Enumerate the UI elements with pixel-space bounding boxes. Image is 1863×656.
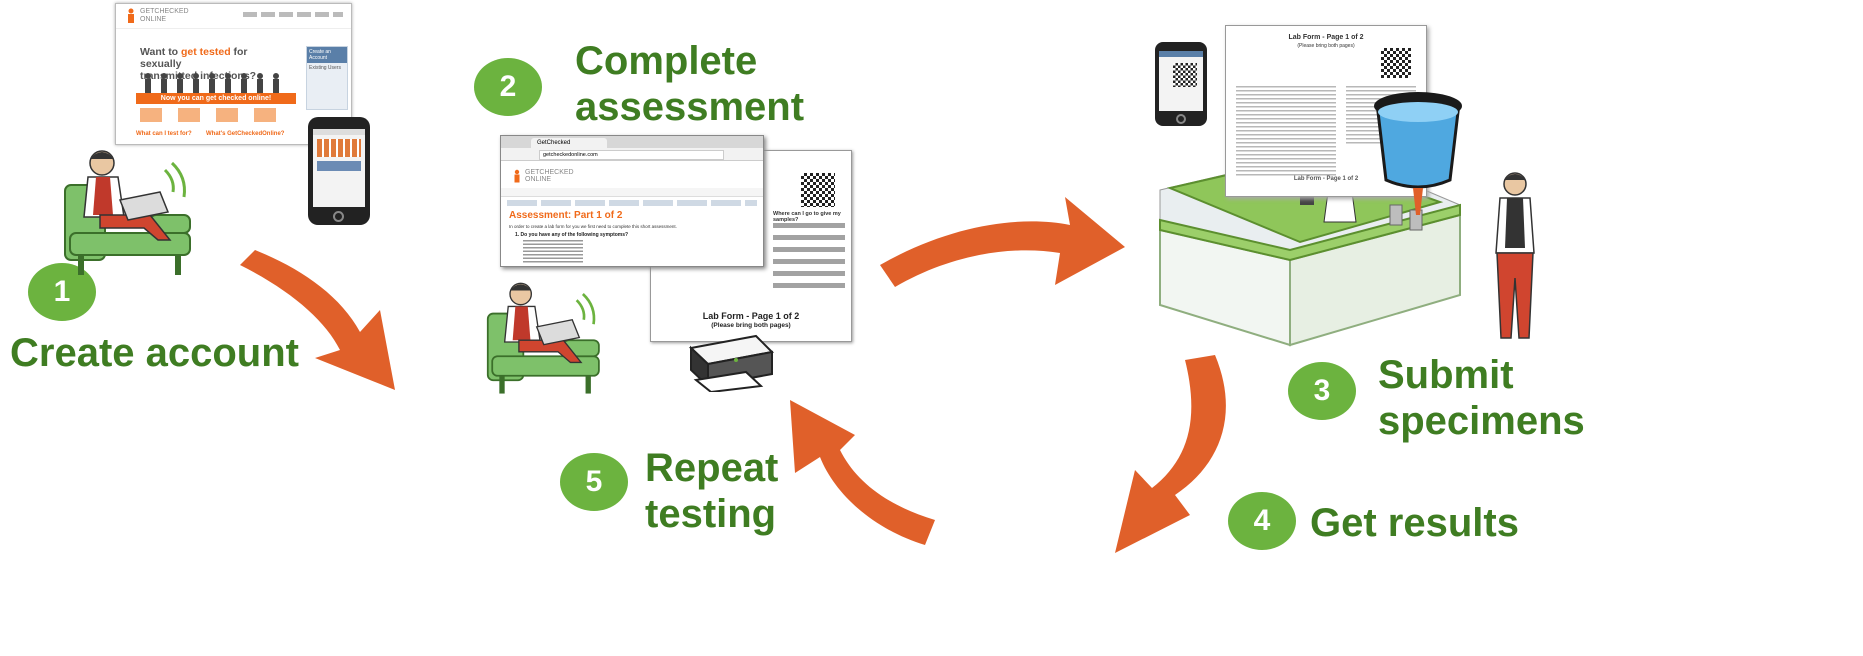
step-3-label-line: specimens [1378,399,1585,443]
assessment-nav-bar [501,188,763,197]
lab-form-footer-title: Lab Form - Page 1 of 2 [702,311,800,321]
arrow-2-to-3 [880,197,1125,287]
step-1-badge: 1 [28,263,96,321]
smartphone [1155,42,1207,126]
assessment-logo-top: GETCHECKED [525,169,574,176]
website-sidebar-sub: Existing Users [309,65,341,71]
lab-form-qr-code [801,173,835,207]
qr-code-icon [1173,63,1197,87]
browser-tab: GetChecked [531,138,607,148]
step-3-label: Submit specimens [1378,352,1585,444]
website-sidebar: Create an Account Existing Users [306,46,348,110]
lab-form-page-subtitle: (Please bring both pages) [1297,43,1355,49]
browser-url: getcheckedonline.com [539,150,724,160]
step-5-label-line: testing [645,492,777,536]
specimen-container-icon [1374,92,1462,215]
step-2-label-line: assessment [575,85,805,129]
step-4-label-line: Get results [1310,501,1519,545]
printer-icon [688,334,775,392]
arrow-4-to-5 [790,400,935,545]
step-1-label-line: Create account [10,331,299,375]
website-nav [243,12,343,17]
home-button-icon [333,211,344,222]
website-logo-top: GETCHECKED [140,8,189,15]
smartphone-screen [1159,51,1203,111]
assessment-question: 1. Do you have any of the following symp… [515,232,629,238]
home-button-icon [1176,114,1186,124]
website-footer-left: What can I test for? [136,131,192,137]
step-1-label: Create account [10,330,299,376]
step-5-badge: 5 [560,453,628,511]
step-2-badge: 2 [474,58,542,116]
assessment-progress-tabs [507,200,757,206]
step-3-label-line: Submit [1378,353,1514,397]
lab-form-table [773,223,845,293]
smartphone-screen [313,129,365,207]
lab-form-text-block [1236,86,1336,176]
lab-form-footer-subtitle: (Please bring both pages) [711,322,791,329]
step-5-label: Repeat testing [645,445,778,537]
step-3-badge: 3 [1288,362,1356,420]
step-4-badge: 4 [1228,492,1296,550]
website-logo-bottom: ONLINE [140,16,167,23]
browser-tab-bar: GetChecked [501,136,763,148]
lab-form-side-heading: Where can I go to give my samples? [773,211,841,223]
step-2-label: Complete assessment [575,38,804,130]
person-logo-icon [514,169,520,183]
lab-form-qr-code [1381,48,1411,78]
arrow-1-to-2 [240,250,395,390]
smartphone [308,117,370,225]
website-footer-right: What's GetCheckedOnline? [206,131,285,137]
arrow-3-to-4 [1115,355,1226,553]
person-on-laptop-illustration [486,282,600,394]
step-2-label-line: Complete [575,39,758,83]
step-4-label: Get results [1310,500,1519,546]
person-logo-icon [128,8,134,23]
assessment-logo-bottom: ONLINE [525,176,552,183]
lab-form-page-title: Lab Form - Page 1 of 2 [1288,34,1364,41]
assessment-checkbox-list [523,240,583,264]
assessment-browser-window: GetChecked getcheckedonline.com GETCHECK… [500,135,764,267]
browser-address-bar: getcheckedonline.com [501,148,763,161]
standing-person-illustration [1495,172,1535,339]
step-5-label-line: Repeat [645,446,779,490]
website-sidebar-title: Create an Account [307,47,347,63]
website-banner: Now you can get checked online! [136,93,296,104]
website-feature-row [140,108,290,122]
website-header: GETCHECKED ONLINE [116,4,351,29]
assessment-intro: In order to create a lab form for you we… [509,224,677,229]
lab-form-page-footer: Lab Form - Page 1 of 2 [1293,176,1359,182]
person-on-laptop-illustration [64,150,191,275]
assessment-heading: Assessment: Part 1 of 2 [509,210,623,221]
people-illustration [145,73,279,93]
